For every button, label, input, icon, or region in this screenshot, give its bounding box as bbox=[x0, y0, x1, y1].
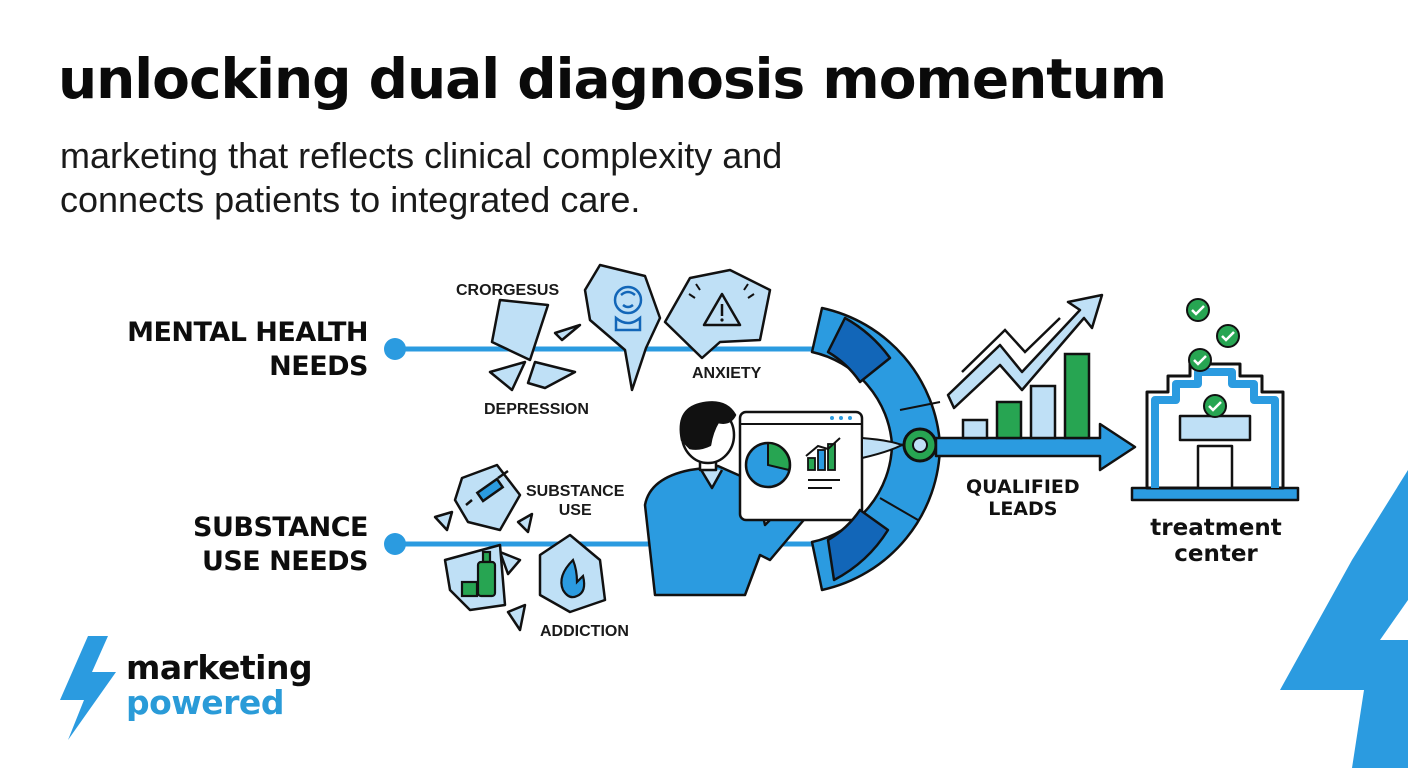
mental-health-needs-label: MENTAL HEALTH NEEDS bbox=[38, 316, 368, 384]
qualified-leads-line-2: LEADS bbox=[988, 498, 1058, 520]
treatment-center-label: treatment center bbox=[1126, 515, 1306, 567]
brand-lightning-icon bbox=[60, 636, 116, 740]
page-title: unlocking dual diagnosis momentum bbox=[58, 47, 1167, 111]
flame-shard bbox=[538, 533, 607, 614]
brand-logo: marketing powered bbox=[126, 648, 313, 722]
check-icons bbox=[1186, 298, 1240, 418]
output-arrow bbox=[934, 422, 1137, 472]
substance-use-fragment-line-1: SUBSTANCE bbox=[526, 483, 625, 500]
brain-icon bbox=[613, 285, 643, 332]
page-subtitle: marketing that reflects clinical complex… bbox=[60, 134, 960, 222]
connector bbox=[861, 436, 905, 460]
growth-bars bbox=[961, 352, 1091, 440]
syringe-icon bbox=[465, 469, 509, 506]
brand-line-1: marketing bbox=[126, 648, 313, 687]
mental-health-line-2: NEEDS bbox=[269, 351, 368, 382]
check-icon bbox=[1216, 324, 1240, 348]
substance-shards bbox=[433, 510, 534, 632]
check-icon bbox=[1188, 348, 1212, 372]
substance-use-line-1: SUBSTANCE bbox=[193, 512, 368, 543]
qualified-leads-line-1: QUALIFIED bbox=[966, 476, 1080, 498]
mental-health-line-1: MENTAL HEALTH bbox=[127, 317, 368, 348]
anxiety-bubble bbox=[663, 268, 772, 360]
trend-arrow-icon bbox=[946, 293, 1104, 410]
corner-lightning-icon bbox=[1280, 455, 1408, 768]
substance-use-fragment-label: SUBSTANCE USE bbox=[526, 482, 624, 520]
funnel-arc bbox=[810, 306, 942, 592]
bar-chart-icon bbox=[805, 437, 841, 471]
analyst-figure bbox=[643, 401, 810, 597]
brand-line-2: powered bbox=[126, 683, 284, 722]
mental-health-line bbox=[384, 338, 830, 360]
building-icon bbox=[1130, 362, 1300, 502]
mental-health-shards bbox=[488, 298, 582, 392]
subtitle-line-1: marketing that reflects clinical complex… bbox=[60, 135, 783, 176]
brain-bubble bbox=[583, 263, 662, 392]
anxiety-label: ANXIETY bbox=[692, 365, 762, 382]
substance-use-line-2: USE NEEDS bbox=[201, 546, 369, 577]
syringe-shard bbox=[453, 463, 522, 532]
qualified-leads-label: QUALIFIED LEADS bbox=[966, 476, 1080, 520]
crorgesus-label: CRORGESUS bbox=[456, 282, 560, 299]
substance-use-fragment-line-2: USE bbox=[558, 502, 592, 519]
warning-icon bbox=[688, 283, 755, 327]
depression-label: DEPRESSION bbox=[484, 401, 589, 418]
substance-use-needs-label: SUBSTANCE USE NEEDS bbox=[38, 511, 368, 579]
subtitle-line-2: connects patients to integrated care. bbox=[60, 179, 641, 220]
analytics-dashboard bbox=[738, 410, 864, 522]
flame-icon bbox=[560, 558, 586, 599]
check-icon bbox=[1186, 298, 1210, 322]
bottle-shard bbox=[443, 543, 507, 612]
treatment-center-line-1: treatment bbox=[1150, 515, 1282, 541]
check-icon bbox=[1203, 394, 1227, 418]
pie-chart-icon bbox=[744, 441, 792, 489]
treatment-center-line-2: center bbox=[1174, 541, 1258, 567]
addiction-label: ADDICTION bbox=[540, 623, 629, 640]
bottle-icon bbox=[460, 550, 497, 598]
